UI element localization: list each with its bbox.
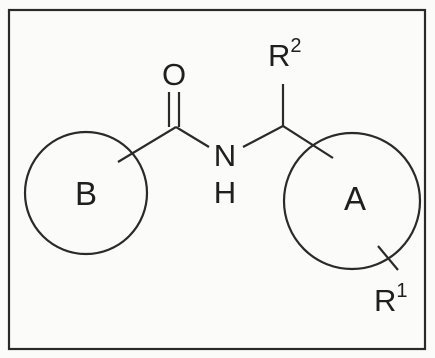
ring-a-circle <box>282 131 422 271</box>
frame-border <box>7 8 427 351</box>
hydrogen-label: H <box>214 175 236 210</box>
r1-label: R1 <box>374 280 408 318</box>
ring-a-label: A <box>344 180 366 217</box>
bond-ringb-carbonyl <box>117 126 177 163</box>
ring-b-circle <box>23 130 149 256</box>
r2-superscript: 2 <box>290 35 301 57</box>
oxygen-label: O <box>162 57 186 92</box>
r1-base: R <box>374 283 396 318</box>
bond-ringa-r1 <box>377 245 399 271</box>
nitrogen-label: N <box>214 138 236 173</box>
bond-ch-ringa <box>282 125 334 159</box>
bond-n-ch <box>242 125 284 148</box>
bond-carbonyl-n <box>175 126 210 148</box>
r2-base: R <box>268 38 290 73</box>
r2-label: R2 <box>268 35 302 73</box>
r1-superscript: 1 <box>396 280 407 302</box>
ring-b-label: B <box>75 175 97 212</box>
